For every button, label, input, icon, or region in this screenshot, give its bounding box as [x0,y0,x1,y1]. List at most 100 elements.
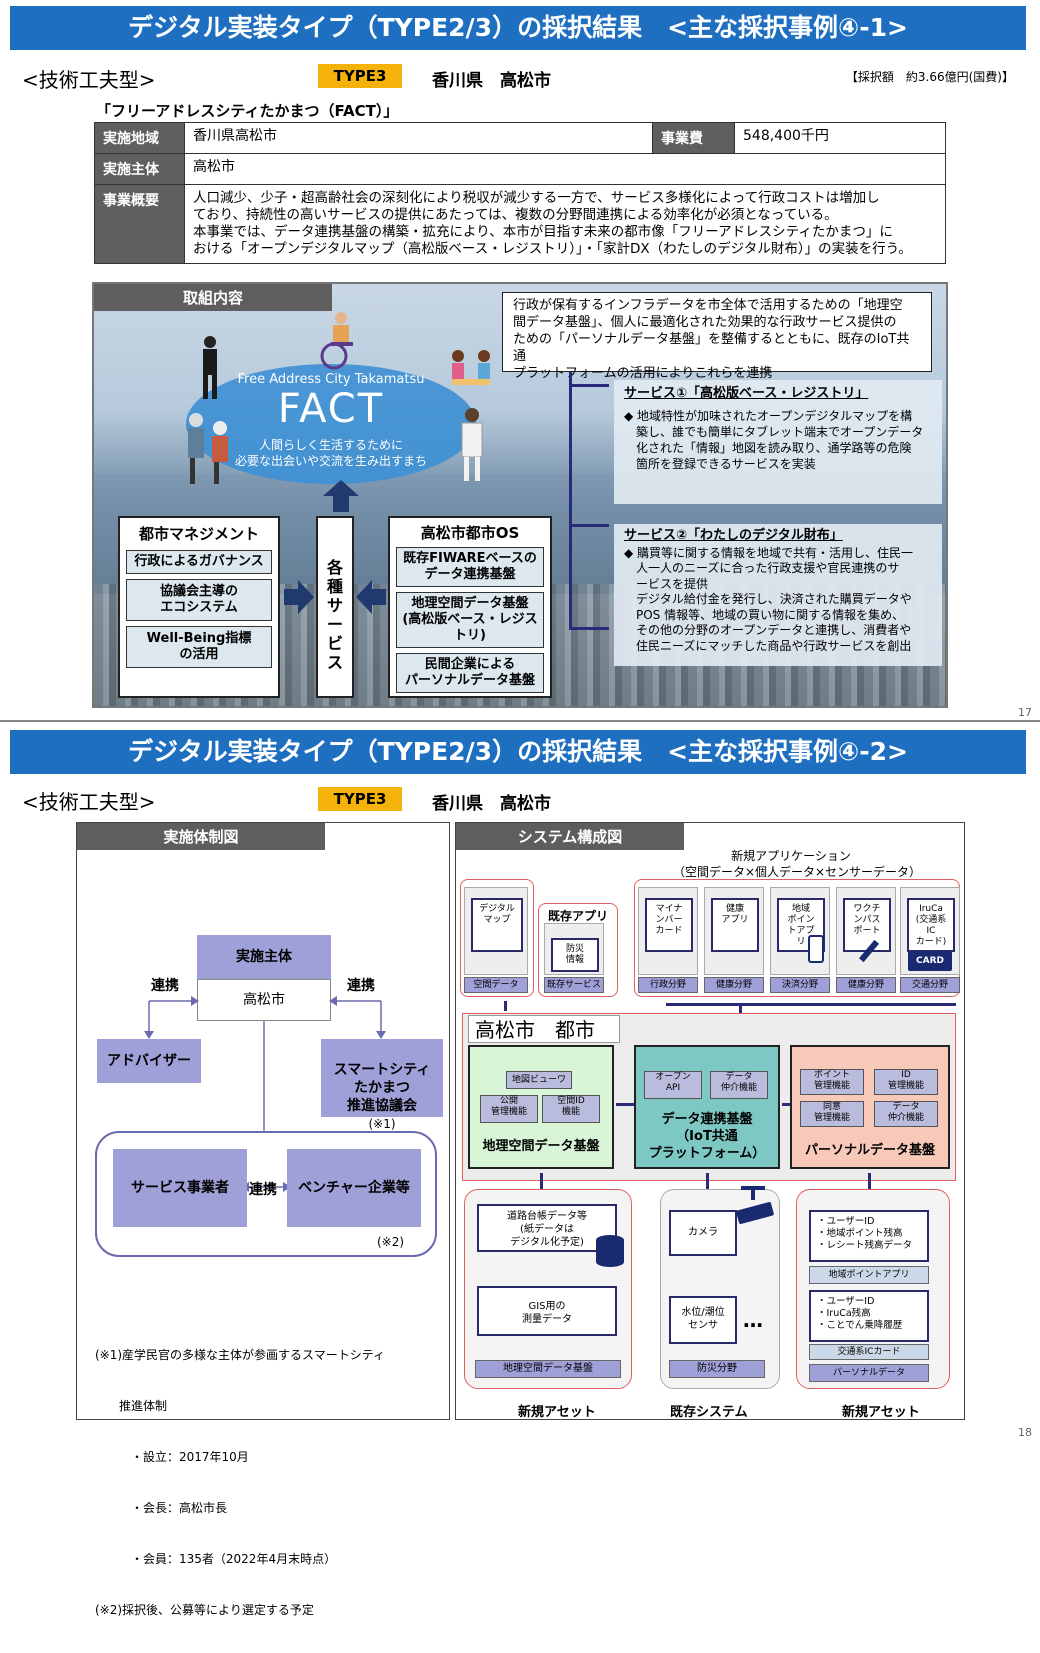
city-item: 協議会主導の エコシステム [126,579,272,621]
elderly-couple-icon [188,413,228,484]
data-platform-title: データ連携基盤 （IoT共通 プラットフォーム） [648,1112,766,1161]
city-os-title: 高松市都市OS [420,524,520,542]
page1-banner: デジタル実装タイプ（TYPE2/3）の採択結果 <主な採択事例④-1> [10,6,1026,50]
connector-line [782,1103,790,1106]
app-label: 既存サービス [544,977,604,993]
smartphone-icon [808,935,824,963]
city-management-box: 都市マネジメント 行政によるガバナンス 協議会主導の エコシステム Well-B… [118,516,280,698]
app-name: デジタル マップ [471,898,523,952]
os-item: 既存FIWAREベースの データ連携基盤 [396,547,544,587]
data-item: オープン API [644,1071,702,1099]
asset-3-item: ・ユーザーID ・IruCa残高 ・ことでん乗降履歴 [809,1290,929,1342]
area-header: 実施地域 [95,123,185,153]
actor-header-box: 実施主体 [197,935,331,979]
arrow-up [706,1173,709,1189]
asset-3-footer: 新規アセット [842,1405,920,1420]
children-icon [452,350,490,385]
business-group-frame [95,1131,437,1257]
personal-platform-title: パーソナルデータ基盤 [804,1143,935,1158]
service-2-title: サービス②「わたしのデジタル財布」 [624,528,843,543]
fact-title: FACT [277,386,385,432]
personal-item: ポイント 管理機能 [800,1069,864,1095]
app-label: 交通分野 [900,977,960,993]
asset-3-item: ・ユーザーID ・地域ポイント残高 ・レシート残高データ [809,1210,929,1262]
asset-2-label: 防災分野 [669,1360,765,1378]
connector-line [616,1103,634,1106]
geo-item: 地図ビューワ [506,1071,572,1089]
app-label: 健康分野 [836,977,896,993]
asset-1-label: 地理空間データ基盤 [475,1360,621,1378]
personal-item: ID 管理機能 [874,1069,938,1095]
database-icon [596,1235,624,1267]
structure-connectors [144,996,386,1192]
renkei-label-right: 連携 [347,978,375,994]
page2-banner: デジタル実装タイプ（TYPE2/3）の採択結果 <主な採択事例④-2> [10,730,1026,774]
actor-box: 高松市 [197,979,331,1021]
asset-2-item: 水位/潮位 センサ [669,1296,737,1344]
system-frame: システム構成図 新規アプリケーション （空間データ×個人データ×センサーデータ）… [455,822,965,1420]
structure-frame: 実施体制図 実施主体 高松市 連携 連携 アドバイザー スマートシティ たかまつ… [76,822,450,1617]
system-tab: システム構成図 [456,823,684,850]
ic-card-icon: CARD [908,951,952,971]
asset-1-item: 道路台帳データ等 (紙データは デジタル化予定) [477,1204,617,1252]
new-app-title: 新規アプリケーション [731,849,851,863]
app-label: 決済分野 [770,977,830,993]
fact-subtitle: Free Address City Takamatsu [237,372,425,387]
city-os-box: 高松市都市OS 既存FIWAREベースの データ連携基盤 地理空間データ基盤 (… [388,516,552,698]
asset-2-frame: カメラ 水位/潮位 センサ … 防災分野 [660,1186,780,1389]
page1-type-badge: TYPE3 [318,64,402,88]
initiative-panel: 取組内容 Free Address City Takamatsu FACT 人間… [92,282,948,708]
personal-item: データ 仲介機能 [874,1101,938,1127]
app-card: 健康 アプリ [704,887,764,975]
person-walking-icon [203,336,217,399]
connector-line [569,372,572,630]
space-data-app-frame [460,879,534,997]
data-platform-box: オープン API データ 仲介機能 データ連携基盤 （IoT共通 プラットフォー… [634,1045,780,1169]
service-1-title: サービス①「高松版ベース・レジストリ」 [624,386,869,401]
page-number-17: 17 [1018,706,1032,719]
actor-header: 実施主体 [95,154,185,184]
panel-tab: 取組内容 [94,284,332,311]
asset-2-footer: 既存システム [670,1405,748,1420]
app-name: 防災 情報 [551,938,599,972]
various-services-box: 各 種 サ ー ビ ス [316,516,354,698]
city-management-title: 都市マネジメント [138,525,259,543]
more-dots: … [743,1308,763,1332]
existing-app-title: 既存アプリ [548,909,609,923]
venture-box: ベンチャー企業等 [287,1149,421,1227]
area-value: 香川県高松市 [185,123,653,153]
app-card: 防災 情報 [544,923,604,975]
service-2-box: サービス②「わたしのデジタル財布」 ◆ 購買等に関する情報を地域で共有・活用し、… [614,524,942,666]
actor-value: 高松市 [193,159,235,175]
note-2-marker: (※2) [377,1235,405,1249]
overview-table: 実施地域 香川県高松市 事業費 548,400千円 実施主体 高松市 事業概要 … [94,122,946,264]
geo-platform-box: 地図ビューワ 公開 管理機能 空間ID 機能 地理空間データ基盤 [468,1045,614,1169]
asset-2-item: カメラ [669,1210,737,1256]
data-item: データ 仲介機能 [710,1071,768,1099]
app-card: ワクチ ンパス ポート [836,887,896,975]
right-arrow-icon [284,580,314,614]
connector-line [569,524,609,527]
asset-3-mid-label: 地域ポイントアプリ [809,1266,929,1284]
app-card: デジタル マップ [464,887,528,975]
os-item: 民間企業による パーソナルデータ基盤 [396,653,544,693]
service-1-box: サービス①「高松版ベース・レジストリ」 ◆ 地域特性が加味されたオープンデジタル… [614,380,942,504]
app-name: 地域 ポイン トアプ リ [777,898,825,952]
personal-item: 同意 管理機能 [800,1101,864,1127]
connector-line [569,384,609,387]
arrow-up [540,1173,543,1189]
connector-line [666,1003,956,1006]
app-card: マイナ ンバー カード [638,887,698,975]
fact-ellipse [186,364,476,484]
callout-box: 行政が保有するインフラデータを市全体で活用するための「地理空 間データ基盤」、個… [502,292,932,381]
app-label: 健康分野 [704,977,764,993]
page2-category: <技術工夫型> [22,790,156,814]
left-arrow-icon [356,580,386,614]
city-os-label: 高松市 都市OS [468,1015,620,1070]
geo-item: 空間ID 機能 [542,1095,600,1123]
arrow-up [504,1001,507,1011]
geo-item: 公開 管理機能 [480,1095,538,1123]
smart-city-council-box: スマートシティ たかまつ 推進協議会 (※1) [321,1039,443,1131]
page2-type-badge: TYPE3 [318,787,402,811]
cost-value: 548,400千円 [743,128,829,144]
